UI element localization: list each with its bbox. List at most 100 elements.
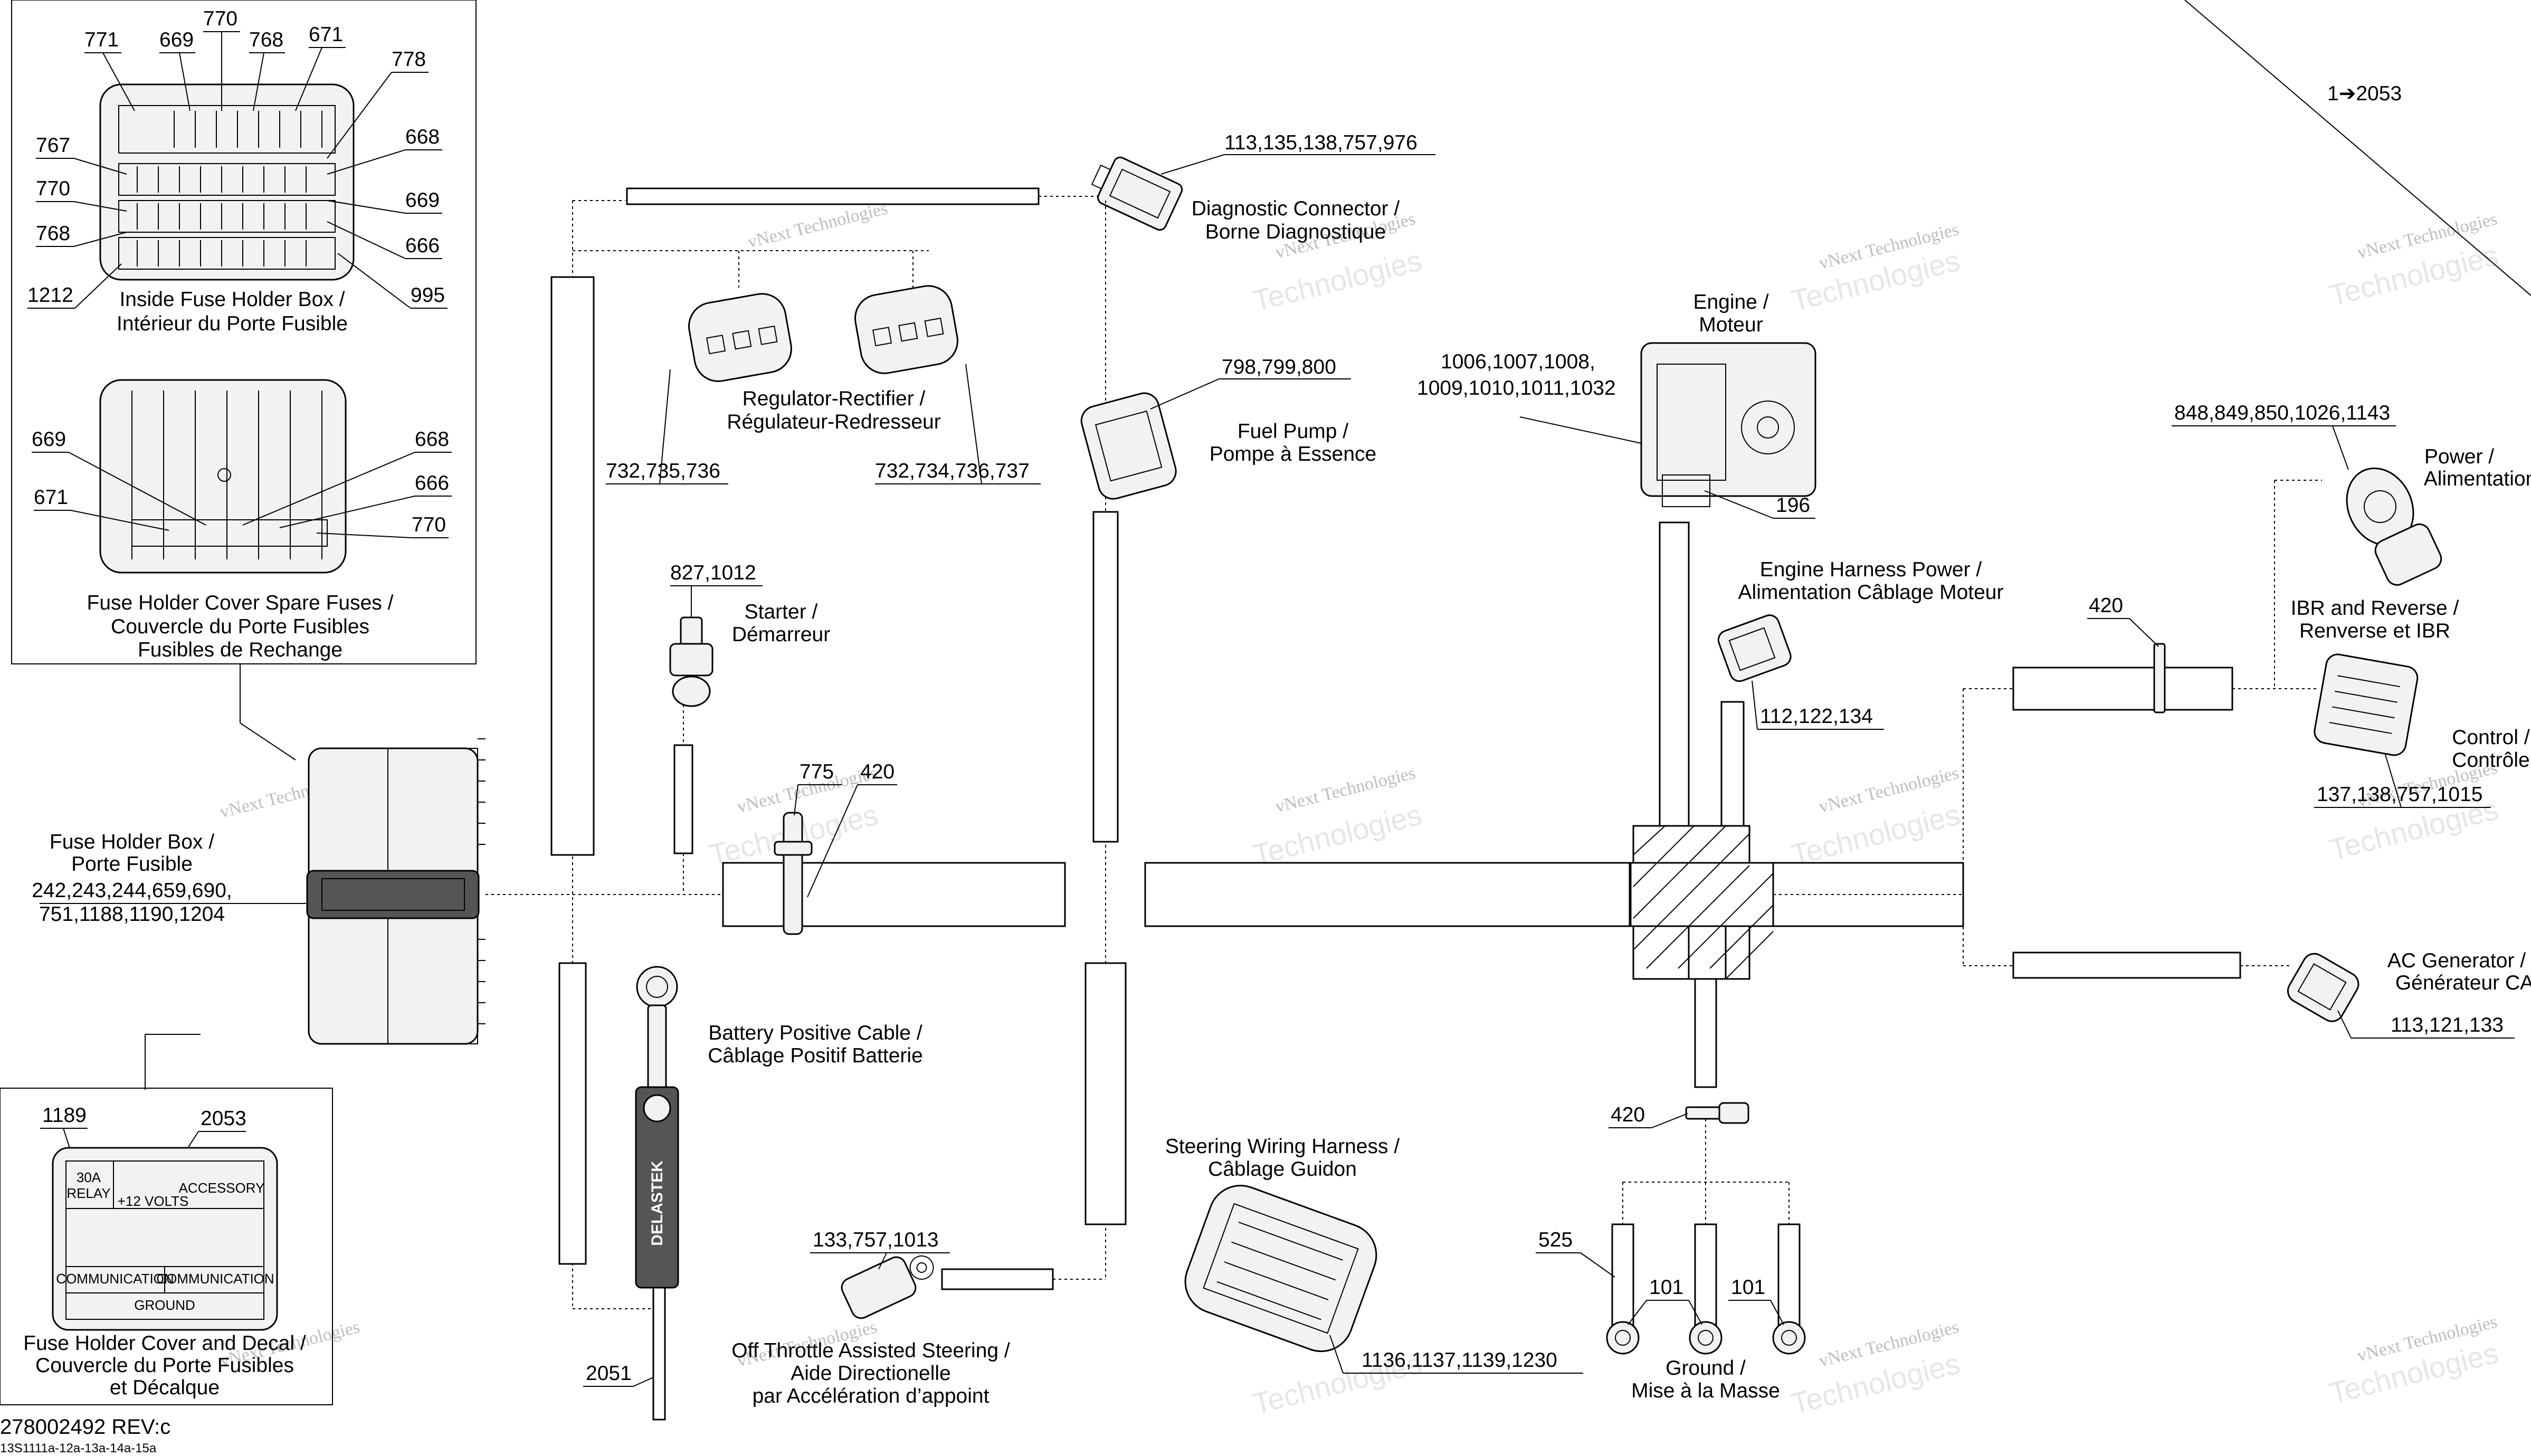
battery-positive-cable: DELASTEK Battery Positive Cable / Câblag… — [583, 966, 923, 1421]
power-title-en: Power / — [2424, 445, 2494, 468]
ground-ring — [1606, 1321, 1640, 1355]
callout-770: 770 — [203, 7, 237, 30]
delastek-label: DELASTEK — [649, 1160, 666, 1246]
control-title-fr: Contrôle — [2452, 749, 2529, 772]
ground-title-en: Ground / — [1666, 1357, 1746, 1379]
reference-arrow-2053: 1➔2053 — [2184, 0, 2531, 296]
watermark-text: Technologies — [1788, 797, 1963, 871]
revision-label: 278002492 REV:c — [0, 1415, 170, 1439]
engine-title-en: Engine / — [1693, 291, 1768, 313]
callout-995: 995 — [411, 284, 445, 307]
harness-segment — [1720, 701, 1745, 827]
control-title-en: Control / — [2452, 726, 2530, 749]
fuel-title-en: Fuel Pump / — [1238, 420, 1348, 443]
decal-30a: 30A — [77, 1169, 101, 1185]
watermark-text: Technologies — [1788, 1346, 1963, 1420]
callout-771: 771 — [84, 28, 119, 51]
power-part-numbers: 848,849,850,1026,1143 — [2174, 402, 2390, 424]
callout-101a: 101 — [1649, 1276, 1683, 1299]
decal-accessory: ACCESSORY — [179, 1180, 265, 1196]
fuse-box-top-view — [99, 83, 355, 281]
diag-title-en: Diagnostic Connector / — [1192, 197, 1400, 220]
right-branches: 420 — [1963, 480, 2322, 979]
engine-harness-power: Engine Harness Power / Alimentation Câbl… — [1717, 558, 2003, 827]
fuse-holder-cover-view — [99, 379, 347, 574]
decal-relay: RELAY — [66, 1185, 110, 1201]
callout-420-ground: 420 — [1611, 1103, 1645, 1126]
ground: 420 525 101 101 Ground / Mise à la Masse — [1536, 978, 1806, 1402]
callout-666: 666 — [405, 234, 440, 257]
inset-cover-decal: 1189 2053 30A RELAY +12 VOLTS ACCESSORY … — [0, 1034, 333, 1405]
clip-775: 775 420 — [774, 760, 897, 935]
drawing-reference: 13S1111a-12a-13a-14a-15a — [0, 1441, 157, 1455]
main-harness — [486, 825, 1964, 980]
fuse-holder-box-title-en: Fuse Holder Box / — [50, 831, 214, 853]
steer-title-en: Steering Wiring Harness / — [1165, 1135, 1400, 1158]
clip-420 — [2153, 643, 2166, 713]
starter-part-numbers: 827,1012 — [670, 562, 756, 584]
decal-cover — [52, 1147, 278, 1331]
power-title-fr: Alimentation — [2424, 468, 2531, 490]
callout-668: 668 — [405, 126, 440, 148]
callout-2051: 2051 — [586, 1362, 632, 1385]
fuel-part-numbers: 798,799,800 — [1222, 356, 1336, 378]
decal-title-3: et Décalque — [110, 1376, 220, 1399]
engine-part-numbers-2: 1009,1010,1011,1032 — [1417, 377, 1616, 399]
decal-title-1: Fuse Holder Cover and Decal / — [23, 1332, 306, 1355]
spare-callout-671: 671 — [34, 486, 68, 509]
fuse-holder-box-parts-2: 751,1188,1190,1204 — [39, 903, 225, 926]
ehp-part-numbers: 112,122,134 — [1760, 705, 1873, 728]
steer-part-numbers: 1136,1137,1139,1230 — [1362, 1349, 1557, 1372]
fuse-holder-box-parts-1: 242,243,244,659,690, — [32, 879, 232, 902]
callout-768b: 768 — [36, 222, 70, 245]
fuse-row — [118, 237, 336, 270]
harness-segment — [626, 187, 1040, 205]
callout-196: 196 — [1776, 494, 1810, 517]
reg-parts-b: 732,734,736,737 — [875, 460, 1030, 482]
ground-lead — [1777, 1223, 1801, 1331]
off-title-en: Off Throttle Assisted Steering / — [731, 1339, 1010, 1362]
inside-fuse-box-title-fr: Intérieur du Porte Fusible — [117, 312, 348, 335]
ground-title-fr: Mise à la Masse — [1631, 1379, 1780, 1402]
reg-title-en: Regulator-Rectifier / — [743, 387, 926, 410]
fuel-pump: 798,799,800 Fuel Pump / Pompe à Essence — [1080, 201, 1377, 1277]
ibr-title-en: IBR and Reverse / — [2291, 597, 2459, 620]
harness-segment — [1092, 511, 1119, 843]
batt-title-fr: Câblage Positif Batterie — [708, 1044, 923, 1067]
engine-connector: Engine / Moteur 1006,1007,1008, 1009,101… — [1417, 291, 1816, 827]
starter: 827,1012 Starter / Démarreur — [669, 562, 830, 707]
fuse-row — [118, 163, 336, 196]
harness-segment — [722, 862, 1066, 927]
inset-frame — [0, 1088, 333, 1405]
fuse-holder-box: Fuse Holder Box / Porte Fusible 242,243,… — [32, 738, 486, 1045]
ground-ring — [1772, 1321, 1806, 1355]
harness-segment — [1659, 521, 1690, 827]
inset-frame — [11, 0, 477, 664]
inset-fuse-holder: 771 669 770 768 671 778 767 668 770 669 … — [11, 0, 477, 760]
diag-part-numbers: 113,135,138,757,976 — [1224, 131, 1417, 154]
callout-767: 767 — [36, 134, 70, 157]
callout-669: 669 — [159, 28, 194, 51]
ground-ring — [1689, 1321, 1723, 1355]
ibr-title-fr: Renverse et IBR — [2299, 620, 2450, 642]
fuel-title-fr: Pompe à Essence — [1210, 443, 1377, 465]
off-part-numbers: 133,757,1013 — [813, 1229, 939, 1251]
fuse-holder-latch — [306, 870, 480, 919]
off-title-fr-1: Aide Directionelle — [791, 1362, 951, 1385]
starter-title-fr: Démarreur — [732, 623, 830, 646]
decal-plus12: +12 VOLTS — [118, 1193, 189, 1209]
callout-770b: 770 — [36, 177, 70, 200]
ground-lead — [1694, 1223, 1717, 1331]
harness-junction — [1630, 825, 1774, 980]
fuse-row — [118, 105, 336, 154]
harness-segment — [558, 962, 587, 1265]
acgen-title-en: AC Generator / — [2387, 949, 2526, 972]
ac-generator-connector: AC Generator / Générateur CA 113,121,133 — [2287, 949, 2531, 1039]
decal-callout-1189: 1189 — [42, 1104, 87, 1127]
decal-ground: GROUND — [134, 1297, 195, 1313]
reference-label: 1➔2053 — [2327, 82, 2402, 105]
batt-title-en: Battery Positive Cable / — [708, 1022, 922, 1044]
harness-segment — [673, 744, 693, 854]
